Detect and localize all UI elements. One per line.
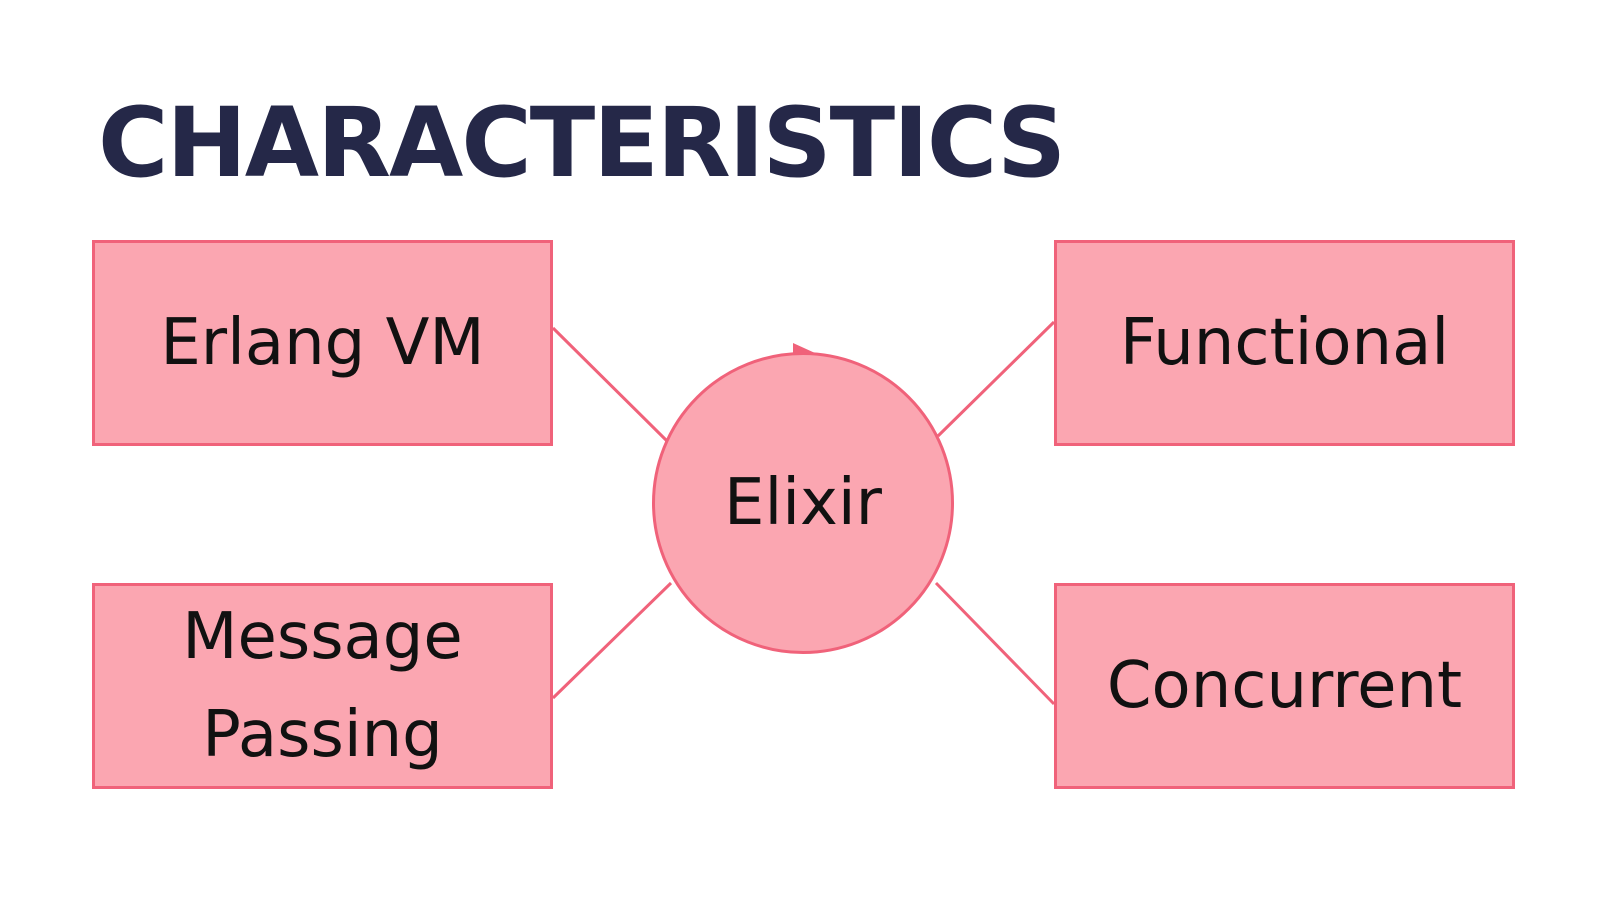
connector-concurrent [934,581,1056,706]
node-message-passing-label: Message Passing [182,600,463,772]
node-functional-label: Functional [1119,306,1450,380]
node-concurrent-label: Concurrent [1106,649,1463,723]
connector-message-passing [551,581,673,700]
connector-functional [936,320,1056,438]
node-erlang-vm-label: Erlang VM [160,306,485,380]
node-elixir: Elixir [652,352,954,654]
node-functional: Functional [1054,240,1515,446]
node-erlang-vm: Erlang VM [92,240,553,446]
page-title: CHARACTERISTICS [98,87,1066,199]
node-elixir-label: Elixir [724,466,882,540]
connector-erlang-vm [551,326,669,443]
node-concurrent: Concurrent [1054,583,1515,789]
node-message-passing: Message Passing [92,583,553,789]
